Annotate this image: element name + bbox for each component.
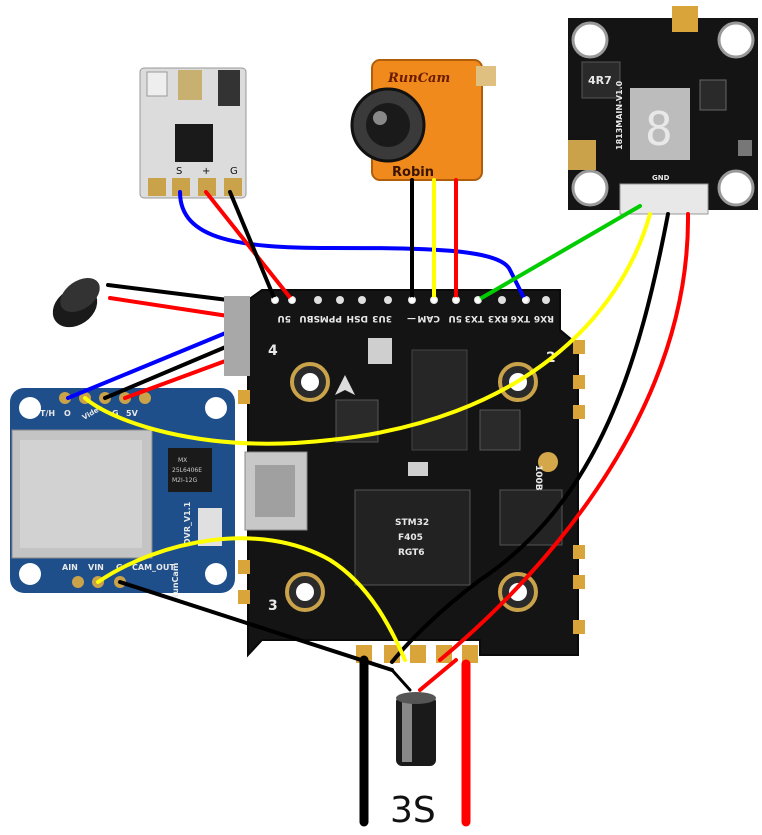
dvr-chip-text-2: 25L6406E: [172, 467, 202, 474]
receiver-bind-button: [218, 70, 240, 106]
wire-receiver-signal-blue: [178, 190, 527, 302]
wire-vtx-power-red: [438, 212, 691, 662]
receiver-chip: [175, 124, 213, 162]
fc-crystal-b: [408, 462, 428, 476]
fc-chip-b: [479, 409, 521, 451]
fc-corner-label-4: 4: [268, 343, 278, 359]
flight-controller: 5U SBU PPM DSH 3U3 — CAM 5U TX3 RX3 TX6 …: [238, 289, 585, 663]
fc-side-text: 100B: [533, 465, 543, 491]
vtx-digit: 8: [645, 102, 673, 156]
wire-dvr-blue: [66, 330, 230, 400]
dvr-brand: RunCam: [171, 563, 180, 600]
dvr-pad-label-th: T/H: [40, 409, 55, 418]
buzzer: [52, 277, 100, 328]
fc-pad-label-tx3: TX3: [465, 313, 484, 323]
vtx: 4R7 8 1813MAIN-V1.0 GND: [568, 6, 758, 215]
vtx-7seg-display: [630, 88, 690, 160]
wire-vtx-gnd-black: [390, 212, 670, 664]
receiver-pad-label-s: S: [176, 166, 182, 177]
wire-buzzer-red: [108, 296, 230, 318]
fc-pad-label-5u-b: 5U: [448, 313, 462, 323]
fc-antenna-pad: [538, 452, 558, 472]
vtx-board-text: 1813MAIN-V1.0: [615, 80, 624, 150]
camera: RunCam Robin: [350, 59, 496, 181]
esc-pads-right: [573, 340, 585, 634]
wire-dvr-5v-red: [123, 358, 230, 400]
wire-capacitor-red: [418, 658, 458, 692]
camera-model: Robin: [392, 165, 434, 180]
vtx-inductor-text: 4R7: [588, 74, 612, 87]
vtx-button: [738, 140, 752, 156]
fc-pad-label-3u3: 3U3: [372, 313, 392, 323]
fc-pad-label-dsh: DSH: [347, 313, 369, 323]
vtx-gnd-label: GND: [652, 174, 670, 182]
fc-mcu-text-3: RGT6: [398, 548, 425, 558]
receiver-pad-label-g: G: [230, 166, 238, 177]
fc-crystal: [368, 338, 392, 364]
dvr: MX 25L6406E M2I-12G T/H O Video G 5V AIN…: [10, 388, 235, 600]
dvr-pad-label-o: O: [64, 409, 71, 418]
fc-pad-label-ppm: PPM: [320, 313, 342, 323]
fc-corner-label-3: 3: [268, 598, 278, 614]
wire-capacitor-black: [390, 668, 412, 692]
fc-pad-label-rx3: RX3: [488, 313, 508, 323]
fc-pad-label-gnd: —: [407, 313, 416, 323]
buzzer-connector: [224, 296, 250, 376]
dvr-bottom-label-camout: CAM_OUT: [132, 563, 175, 572]
fc-power-pads: [356, 645, 478, 663]
wire-vtx-green: [476, 204, 642, 302]
fc-pad-label-5u: 5U: [277, 313, 291, 323]
dvr-pad-label-g: G: [112, 409, 119, 418]
fc-mcu: [354, 489, 471, 586]
fc-mcu-text-1: STM32: [395, 518, 429, 528]
camera-brand: RunCam: [387, 71, 450, 86]
fc-pad-labels: 5U SBU PPM DSH 3U3 — CAM 5U TX3 RX3 TX6 …: [277, 313, 554, 323]
dvr-chip-text-3: M2I-12G: [172, 477, 198, 484]
dvr-model: DVR_V1.1: [183, 501, 192, 545]
receiver-pad-label-plus: +: [202, 166, 210, 177]
vtx-antenna-connector: [672, 6, 698, 32]
wire-dvr-gnd-black: [103, 344, 230, 400]
dvr-pad-label-5v: 5V: [126, 409, 139, 418]
dvr-chip: [168, 448, 212, 492]
wire-receiver-gnd-black: [228, 190, 277, 302]
fc-chip-flash: [411, 349, 468, 451]
wires: [66, 178, 691, 827]
wire-dvr-camout-yellow: [96, 536, 407, 662]
wire-vtx-video-yellow: [83, 212, 652, 446]
wire-dvr-gnd-bottom-black: [118, 580, 394, 672]
wire-receiver-5v-red: [204, 190, 294, 302]
wire-buzzer-black: [106, 283, 230, 302]
fc-pad-label-rx6: RX6: [534, 313, 554, 323]
fc-pad-label-cam: CAM: [417, 313, 440, 323]
dvr-bottom-label-ain: AIN: [62, 563, 78, 572]
fc-pad-label-tx6: TX6: [511, 313, 530, 323]
orientation-arrow-icon: [335, 375, 355, 395]
dvr-bottom-label-vin: VIN: [88, 563, 104, 572]
receiver-antenna-connector: [178, 70, 202, 100]
fc-pad-label-sbu: SBU: [299, 313, 320, 323]
dvr-chip-text-1: MX: [178, 457, 187, 464]
capacitor: [396, 692, 436, 766]
receiver: S + G: [139, 67, 247, 199]
battery-label: 3S: [390, 790, 436, 831]
fc-mcu-text-2: F405: [398, 533, 423, 543]
